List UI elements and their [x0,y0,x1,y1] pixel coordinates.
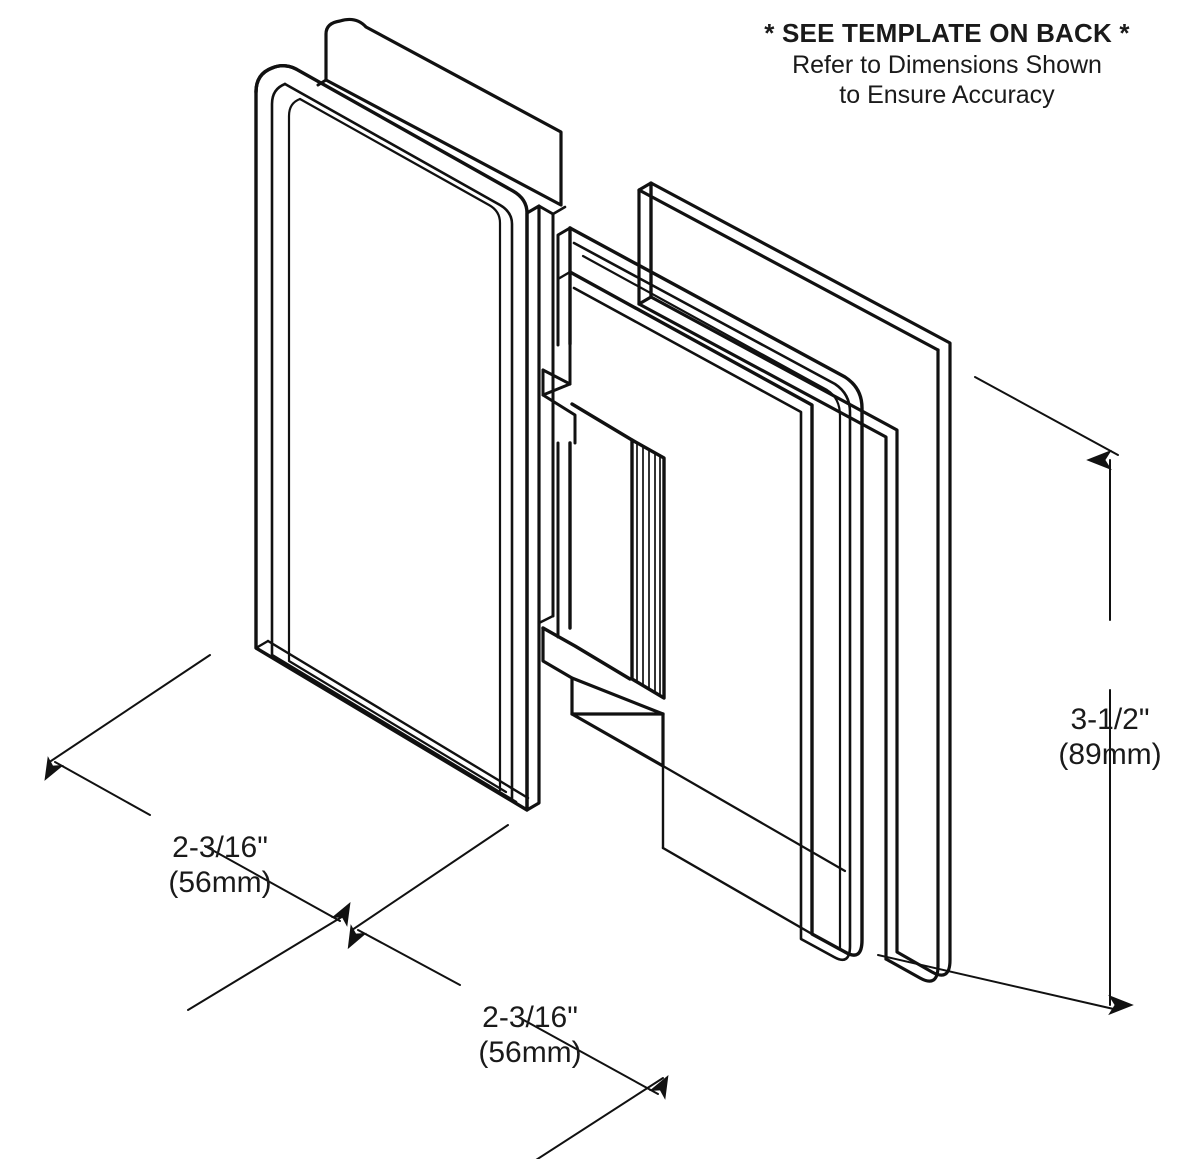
right-backing-plate [637,181,952,983]
dim-height-label: 3-1/2" (89mm) [1030,702,1190,773]
left-hinge-plate [254,64,567,812]
hinge-knuckle [541,342,666,716]
template-note-block: * SEE TEMPLATE ON BACK * Refer to Dimens… [712,18,1182,111]
dim-depth-right-metric: (56mm) [478,1036,582,1070]
note-title: * SEE TEMPLATE ON BACK * [764,18,1130,48]
dim-depth-right-label: 2-3/16" (56mm) [440,1000,620,1071]
dim-height-imperial: 3-1/2" [1070,703,1150,736]
dim-depth-left [44,654,351,1011]
note-line-2: Refer to Dimensions Shown [792,50,1102,79]
dim-height [877,376,1134,1016]
note-line-3: to Ensure Accuracy [839,81,1055,110]
dim-depth-left-imperial: 2-3/16" [172,831,268,864]
dim-depth-left-metric: (56mm) [168,866,272,900]
dim-depth-right-imperial: 2-3/16" [482,1001,578,1034]
dim-depth-right [347,824,669,1159]
dim-height-metric: (89mm) [1058,738,1162,772]
right-hinge-plate [556,226,864,961]
dim-depth-left-label: 2-3/16" (56mm) [130,830,310,901]
